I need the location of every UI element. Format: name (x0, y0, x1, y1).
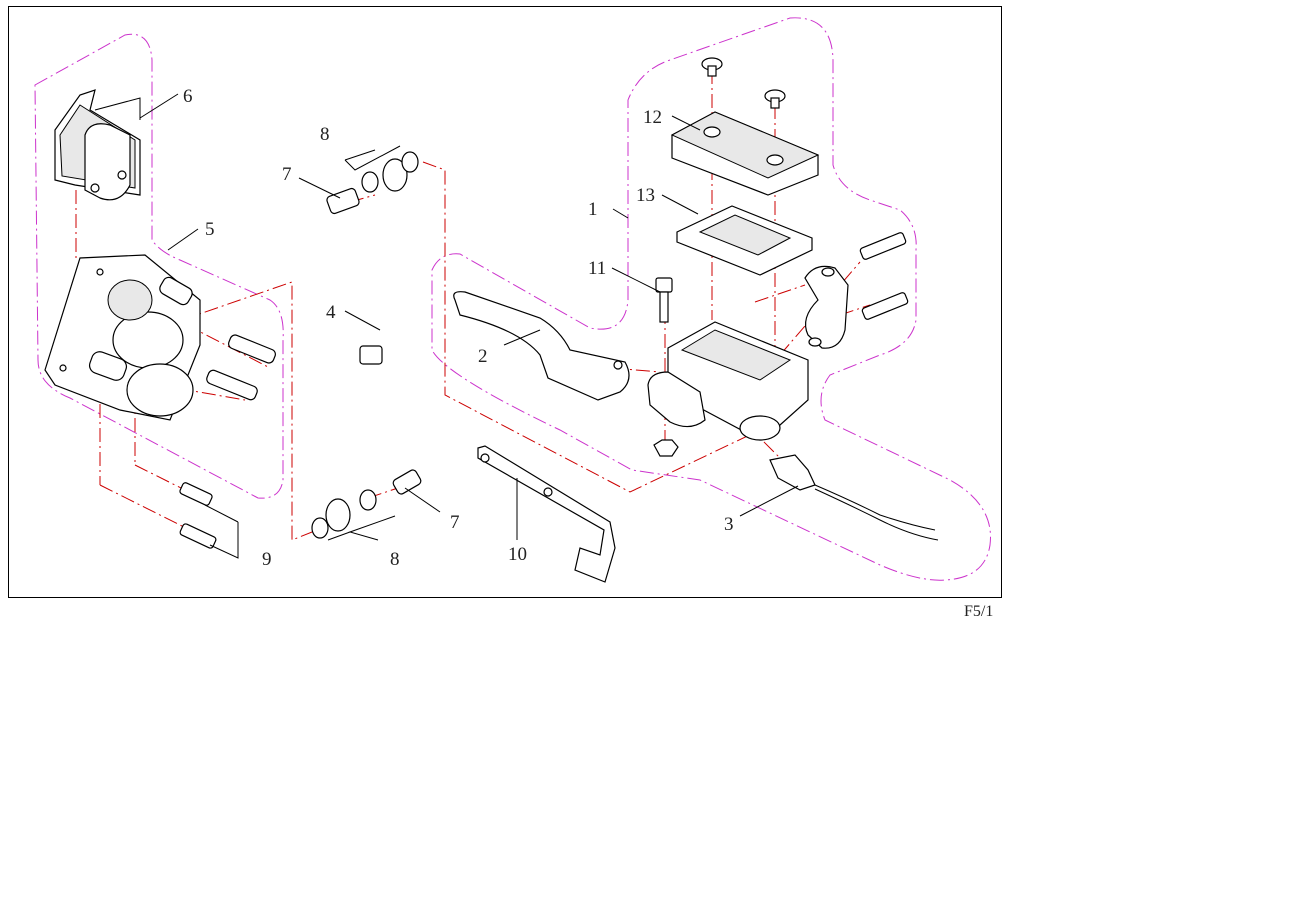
diagram-frame (8, 6, 1002, 598)
brake-light-switch (769, 454, 939, 541)
master-cylinder-group-outline (431, 17, 991, 581)
callout-4: 4 (326, 302, 336, 323)
callout-2: 2 (478, 346, 488, 367)
callout-3: 3 (724, 514, 734, 535)
callout-11: 11 (588, 258, 606, 279)
diaphragm (676, 205, 813, 276)
callout-8-top: 8 (320, 124, 330, 145)
master-cylinder-body (647, 321, 809, 441)
figure-code: F5/1 (964, 603, 994, 620)
caliper-pins (206, 334, 276, 401)
banjo-bolts (326, 187, 422, 495)
lever-bracket (477, 445, 616, 583)
brake-lever (453, 291, 630, 401)
leader-lines (94, 93, 799, 559)
caliper-bolts (179, 482, 217, 549)
pivot-bolt-and-nut (653, 277, 679, 457)
washers (311, 151, 419, 539)
handlebar-clamp (804, 232, 909, 349)
caliper-group-outline (34, 33, 284, 499)
callout-1: 1 (588, 199, 598, 220)
callout-9: 9 (262, 549, 272, 570)
callout-5: 5 (205, 219, 215, 240)
brake-pads (54, 89, 141, 201)
callout-labels: 6 5 8 7 4 7 8 9 10 2 1 11 13 12 3 (183, 86, 734, 570)
callout-12: 12 (643, 107, 662, 128)
brake-hose (325, 158, 408, 532)
brake-caliper (44, 254, 201, 421)
callout-6: 6 (183, 86, 193, 107)
callout-13: 13 (636, 185, 655, 206)
callout-8-bottom: 8 (390, 549, 400, 570)
callout-7-bottom: 7 (450, 512, 460, 533)
callout-7-top: 7 (282, 164, 292, 185)
callout-10: 10 (508, 544, 527, 565)
cap-screws (701, 57, 786, 109)
reservoir-cap (670, 111, 820, 196)
